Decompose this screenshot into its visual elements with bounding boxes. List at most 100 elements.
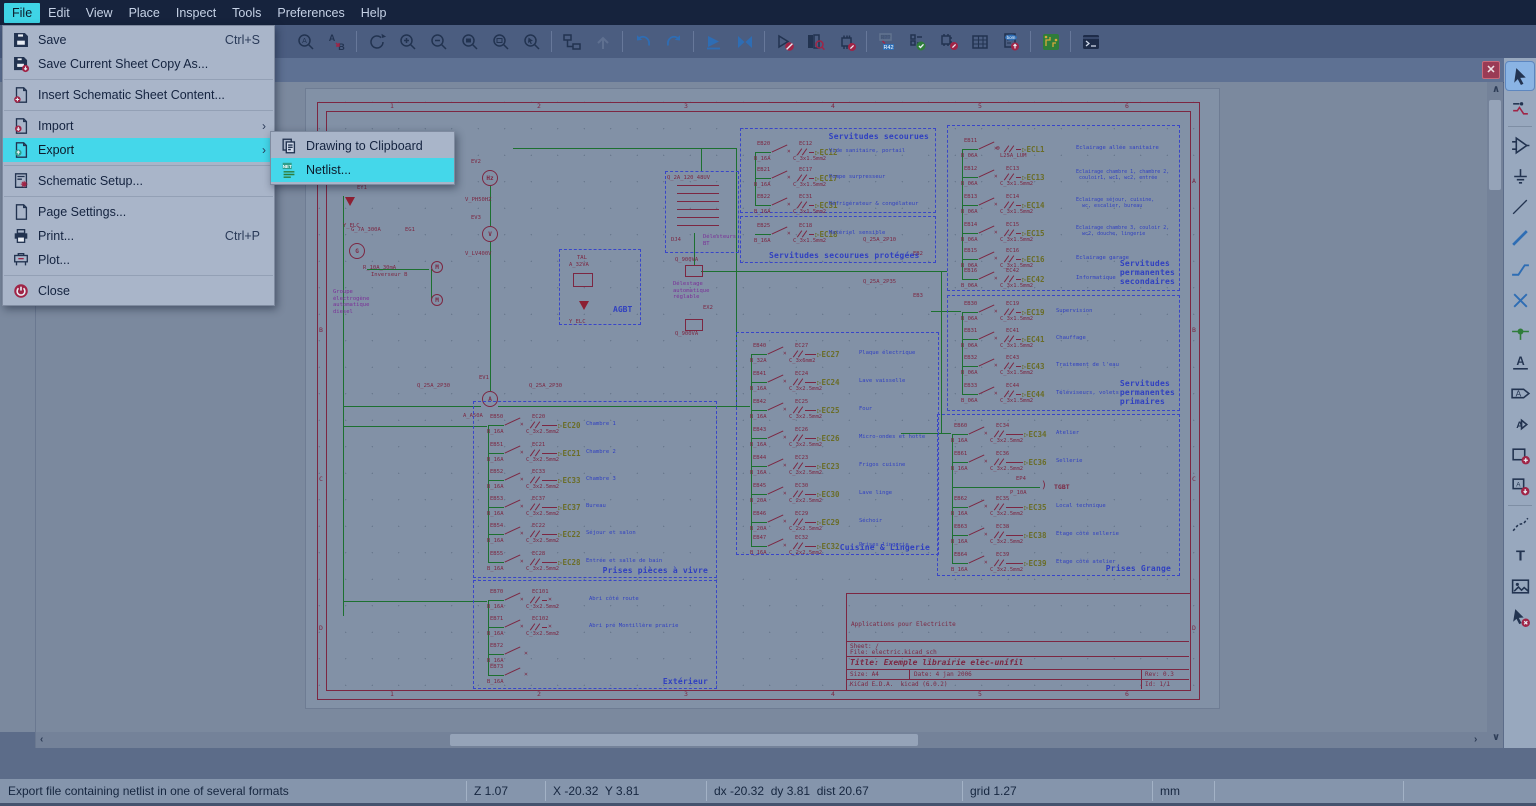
row-ref: EB52 xyxy=(490,469,503,476)
net-label-tool-button[interactable]: A xyxy=(1506,348,1534,376)
annotate-button[interactable]: R??R42 xyxy=(873,28,900,55)
right-toolbar-separator xyxy=(1508,505,1532,506)
menubar-item-place[interactable]: Place xyxy=(121,3,168,23)
insert-sheet-icon xyxy=(12,86,30,104)
redo-button[interactable] xyxy=(660,28,687,55)
global-label-EC34: ▷EC34 xyxy=(1024,430,1047,439)
menubar-item-view[interactable]: View xyxy=(78,3,121,23)
row-ref: EB44 xyxy=(753,455,766,462)
undo-button[interactable] xyxy=(629,28,656,55)
row-stub xyxy=(755,178,771,179)
add-bus-tool-button[interactable] xyxy=(1506,224,1534,252)
menubar-item-edit[interactable]: Edit xyxy=(40,3,78,23)
lamp-symbol: ⊗ xyxy=(996,145,1000,153)
erc-button[interactable] xyxy=(904,28,931,55)
pcb-editor-button[interactable] xyxy=(1037,28,1064,55)
hierarchy-navigator-button[interactable] xyxy=(558,28,585,55)
circuit-description: Réfrigérateur & congélateur xyxy=(829,201,918,208)
file-menu-item-save[interactable]: SaveCtrl+S xyxy=(3,28,274,52)
cursor-tool-button[interactable] xyxy=(1506,62,1534,90)
zoom-in-button[interactable] xyxy=(394,28,421,55)
row-x: × xyxy=(984,503,988,510)
delete-tool-tool-button[interactable] xyxy=(1506,603,1534,631)
highlight-net-tool-button[interactable] xyxy=(1506,93,1534,121)
menubar-item-help[interactable]: Help xyxy=(353,3,395,23)
hierarchical-sheet-tool-button[interactable] xyxy=(1506,441,1534,469)
row-line xyxy=(542,562,557,563)
export-submenu-item-drawing-to-clipboard[interactable]: Drawing to Clipboard xyxy=(271,134,454,158)
bom-export-button[interactable]: bom xyxy=(997,28,1024,55)
menubar-item-inspect[interactable]: Inspect xyxy=(168,3,224,23)
add-power-tool-button[interactable] xyxy=(1506,162,1534,190)
edit-symbols-button[interactable] xyxy=(771,28,798,55)
wire-to-bus-entry-icon xyxy=(1510,259,1531,280)
file-menu-item-import[interactable]: Import› xyxy=(3,114,274,138)
file-menu-item-schematic-setup[interactable]: Schematic Setup... xyxy=(3,169,274,193)
statusbar-separator xyxy=(962,781,963,801)
mirror-triangles-button[interactable] xyxy=(731,28,758,55)
symbol-library-browser-button[interactable] xyxy=(802,28,829,55)
circuit-description: Bureau xyxy=(586,503,606,510)
add-text-tool-button[interactable]: T xyxy=(1506,541,1534,569)
file-menu-item-save-current-sheet-copy-as[interactable]: Save Current Sheet Copy As... xyxy=(3,52,274,76)
infobar-close-icon[interactable]: ✕ xyxy=(1482,61,1500,79)
draw-lines-tool-button[interactable] xyxy=(1506,510,1534,538)
file-menu-item-export[interactable]: Export› xyxy=(3,138,274,162)
file-menu-item-print[interactable]: Print...Ctrl+P xyxy=(3,224,274,248)
menubar-item-file[interactable]: File xyxy=(4,3,40,23)
hierarchical-label-tool-button[interactable]: A xyxy=(1506,410,1534,438)
row-rating: B_06A xyxy=(961,209,978,216)
add-wire-tool-button[interactable] xyxy=(1506,193,1534,221)
row-stub xyxy=(751,410,767,411)
row-x: × xyxy=(783,350,787,357)
group-bus xyxy=(962,312,963,394)
circuit-description: Eclairage chambre 1, chambre 2, couloir1… xyxy=(1076,169,1169,182)
row-cable: C_3x2.5mm2 xyxy=(990,466,1023,473)
row-x: × xyxy=(783,406,787,413)
scripting-console-button[interactable] xyxy=(1077,28,1104,55)
junction-tool-button[interactable] xyxy=(1506,317,1534,345)
file-menu-item-insert-schematic-sheet-content[interactable]: Insert Schematic Sheet Content... xyxy=(3,83,274,107)
scroll-up-icon[interactable]: ∧ xyxy=(1492,84,1500,95)
right-toolbar-separator xyxy=(1508,126,1532,127)
play-triangle-button[interactable] xyxy=(700,28,727,55)
find-button[interactable]: A xyxy=(292,28,319,55)
zoom-to-objects-button[interactable] xyxy=(487,28,514,55)
no-connect-tool-button[interactable] xyxy=(1506,286,1534,314)
file-menu-item-plot[interactable]: Plot... xyxy=(3,248,274,272)
horizontal-scrollbar[interactable]: ‹ › xyxy=(36,732,1487,748)
schematic-label: AGBT xyxy=(613,305,632,315)
global-label-EC20: ▷EC20 xyxy=(558,421,581,430)
global-label-tool-button[interactable]: A xyxy=(1506,379,1534,407)
assign-footprints-button[interactable] xyxy=(935,28,962,55)
vertical-scrollbar[interactable]: ∧ ∨ xyxy=(1487,82,1503,748)
leave-sheet-button[interactable] xyxy=(589,28,616,55)
wire-to-bus-entry-tool-button[interactable] xyxy=(1506,255,1534,283)
row-ref: EB61 xyxy=(954,451,967,458)
menubar-item-tools[interactable]: Tools xyxy=(224,3,269,23)
export-submenu-item-netlist[interactable]: NETNetlist... xyxy=(271,158,454,182)
row-stub xyxy=(488,675,504,676)
file-menu-item-close[interactable]: Close xyxy=(3,279,274,303)
toolbar-separator xyxy=(866,31,867,52)
vertical-scrollbar-thumb[interactable] xyxy=(1489,100,1501,190)
add-image-tool-button[interactable] xyxy=(1506,572,1534,600)
row-x: × xyxy=(787,201,791,208)
zoom-to-fit-button[interactable] xyxy=(456,28,483,55)
zoom-to-selection-button[interactable] xyxy=(518,28,545,55)
menubar-item-preferences[interactable]: Preferences xyxy=(269,3,352,23)
refresh-view-button[interactable] xyxy=(363,28,390,55)
find-replace-button[interactable]: AB xyxy=(323,28,350,55)
horizontal-scrollbar-thumb[interactable] xyxy=(450,734,918,746)
file-menu-item-page-settings[interactable]: Page Settings... xyxy=(3,200,274,224)
add-symbol-tool-button[interactable] xyxy=(1506,131,1534,159)
scroll-down-icon[interactable]: ∨ xyxy=(1492,732,1500,743)
zoom-out-button[interactable] xyxy=(425,28,452,55)
import-sheet-pin-tool-button[interactable]: A xyxy=(1506,472,1534,500)
scroll-right-icon[interactable]: › xyxy=(1474,734,1477,745)
scroll-left-icon[interactable]: ‹ xyxy=(40,734,43,745)
schematic-label: Q_25A_2P35 xyxy=(863,279,896,286)
edit-footprints-button[interactable] xyxy=(833,28,860,55)
symbol-fields-table-button[interactable] xyxy=(966,28,993,55)
